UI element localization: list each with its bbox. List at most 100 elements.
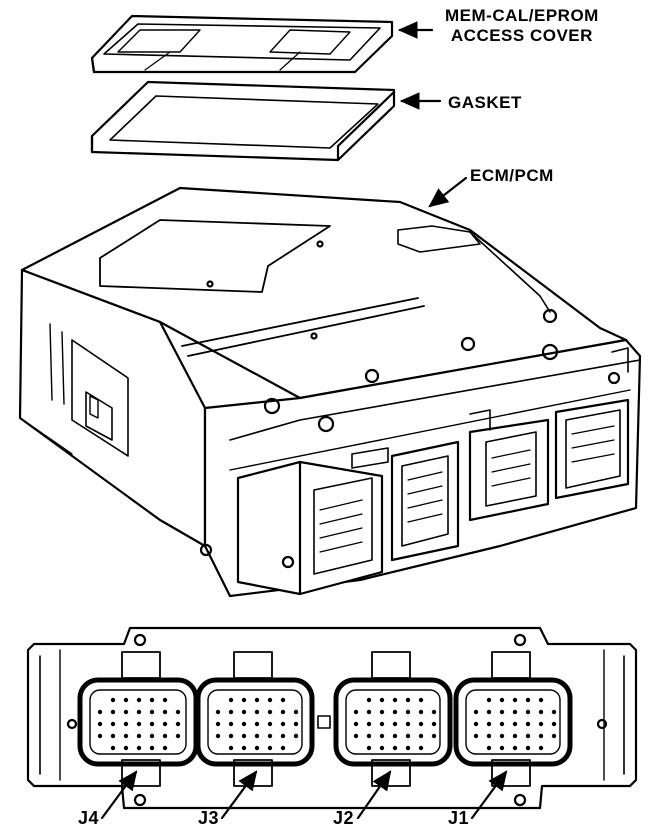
connector-pin xyxy=(366,733,372,739)
connector-pin xyxy=(525,697,531,703)
access-cover-label: MEM-CAL/EPROM ACCESS COVER xyxy=(445,6,599,46)
connector-pin xyxy=(254,733,260,739)
connector-pins xyxy=(97,697,557,751)
connector-pin xyxy=(418,733,424,739)
connector-pin xyxy=(241,733,247,739)
connector-pin xyxy=(254,709,260,715)
connector-pin xyxy=(215,709,221,715)
gasket xyxy=(90,80,396,162)
connector-pin xyxy=(418,745,424,751)
connector-pin xyxy=(241,721,247,727)
connector-pin xyxy=(149,709,155,715)
access-cover-label-line2: ACCESS COVER xyxy=(450,26,593,45)
connector-pin xyxy=(499,733,505,739)
connector-pin xyxy=(538,733,544,739)
connector-pin xyxy=(280,697,286,703)
j4-leader xyxy=(100,770,138,820)
connector-pin xyxy=(551,709,557,715)
connector-pin xyxy=(149,733,155,739)
connector-pin xyxy=(525,721,531,727)
connector-pin xyxy=(241,745,247,751)
connector-pin xyxy=(405,721,411,727)
connector-pin xyxy=(267,745,273,751)
connector-j2-shape xyxy=(333,651,453,787)
connector-pin xyxy=(431,733,437,739)
connector-pin xyxy=(110,745,116,751)
connector-pin xyxy=(392,745,398,751)
connector-pin xyxy=(280,733,286,739)
ecm-label: ECM/PCM xyxy=(470,166,554,185)
connector-pin xyxy=(149,745,155,751)
connector-pin xyxy=(538,709,544,715)
connector-pin xyxy=(293,709,299,715)
gasket-label: GASKET xyxy=(448,93,522,112)
access-cover-label-line1: MEM-CAL/EPROM xyxy=(445,6,599,25)
connector-pin xyxy=(418,709,424,715)
connector-pin xyxy=(366,697,372,703)
connector-pin xyxy=(379,709,385,715)
connector-pin xyxy=(499,721,505,727)
connector-pin xyxy=(512,697,518,703)
connector-pin xyxy=(97,709,103,715)
connector-j2-label: J2 xyxy=(333,808,355,828)
connector-pin xyxy=(97,721,103,727)
connector-pin xyxy=(267,733,273,739)
connector-pin xyxy=(136,733,142,739)
connector-end-view xyxy=(26,626,638,810)
connector-pin xyxy=(110,709,116,715)
connector-pin xyxy=(551,721,557,727)
connector-pin xyxy=(353,733,359,739)
connector-pin xyxy=(499,709,505,715)
access-cover xyxy=(90,14,394,74)
connector-pin xyxy=(175,721,181,727)
connector-pin xyxy=(97,733,103,739)
connector-pin xyxy=(110,697,116,703)
connector-pin xyxy=(228,697,234,703)
connector-pin xyxy=(353,709,359,715)
j3-leader xyxy=(220,770,258,820)
connector-pin xyxy=(473,721,479,727)
connector-pin xyxy=(512,745,518,751)
connector-pin xyxy=(473,709,479,715)
connector-pin xyxy=(280,709,286,715)
connector-pin xyxy=(405,709,411,715)
connector-pin xyxy=(486,733,492,739)
connector-pin xyxy=(293,733,299,739)
connector-pin xyxy=(215,721,221,727)
connector-pin xyxy=(486,721,492,727)
connector-pin xyxy=(392,697,398,703)
connector-pin xyxy=(405,733,411,739)
connector-pin xyxy=(499,697,505,703)
connector-pin xyxy=(123,721,129,727)
connector-pin xyxy=(267,721,273,727)
connector-pin xyxy=(267,697,273,703)
connector-pin xyxy=(512,733,518,739)
connector-pin xyxy=(123,733,129,739)
connector-pin xyxy=(392,733,398,739)
connector-pin xyxy=(486,709,492,715)
connector-j4-label: J4 xyxy=(78,808,100,828)
connector-pin xyxy=(405,697,411,703)
j2-leader xyxy=(356,770,392,820)
connector-pin xyxy=(162,721,168,727)
connector-pin xyxy=(228,709,234,715)
connector-j3-shape xyxy=(195,651,315,787)
connector-pin xyxy=(123,745,129,751)
ecm-body xyxy=(18,186,642,598)
connector-pin xyxy=(110,721,116,727)
connector-pin xyxy=(254,697,260,703)
connector-pin xyxy=(162,733,168,739)
j1-leader xyxy=(470,770,508,820)
connector-pin xyxy=(215,733,221,739)
ecm-leader xyxy=(428,176,468,208)
connector-pin xyxy=(228,745,234,751)
connector-pin xyxy=(136,745,142,751)
connector-pin xyxy=(241,697,247,703)
connector-pin xyxy=(123,709,129,715)
connector-pin xyxy=(175,709,181,715)
connector-pin xyxy=(392,721,398,727)
connector-pin xyxy=(353,721,359,727)
connector-pin xyxy=(418,697,424,703)
